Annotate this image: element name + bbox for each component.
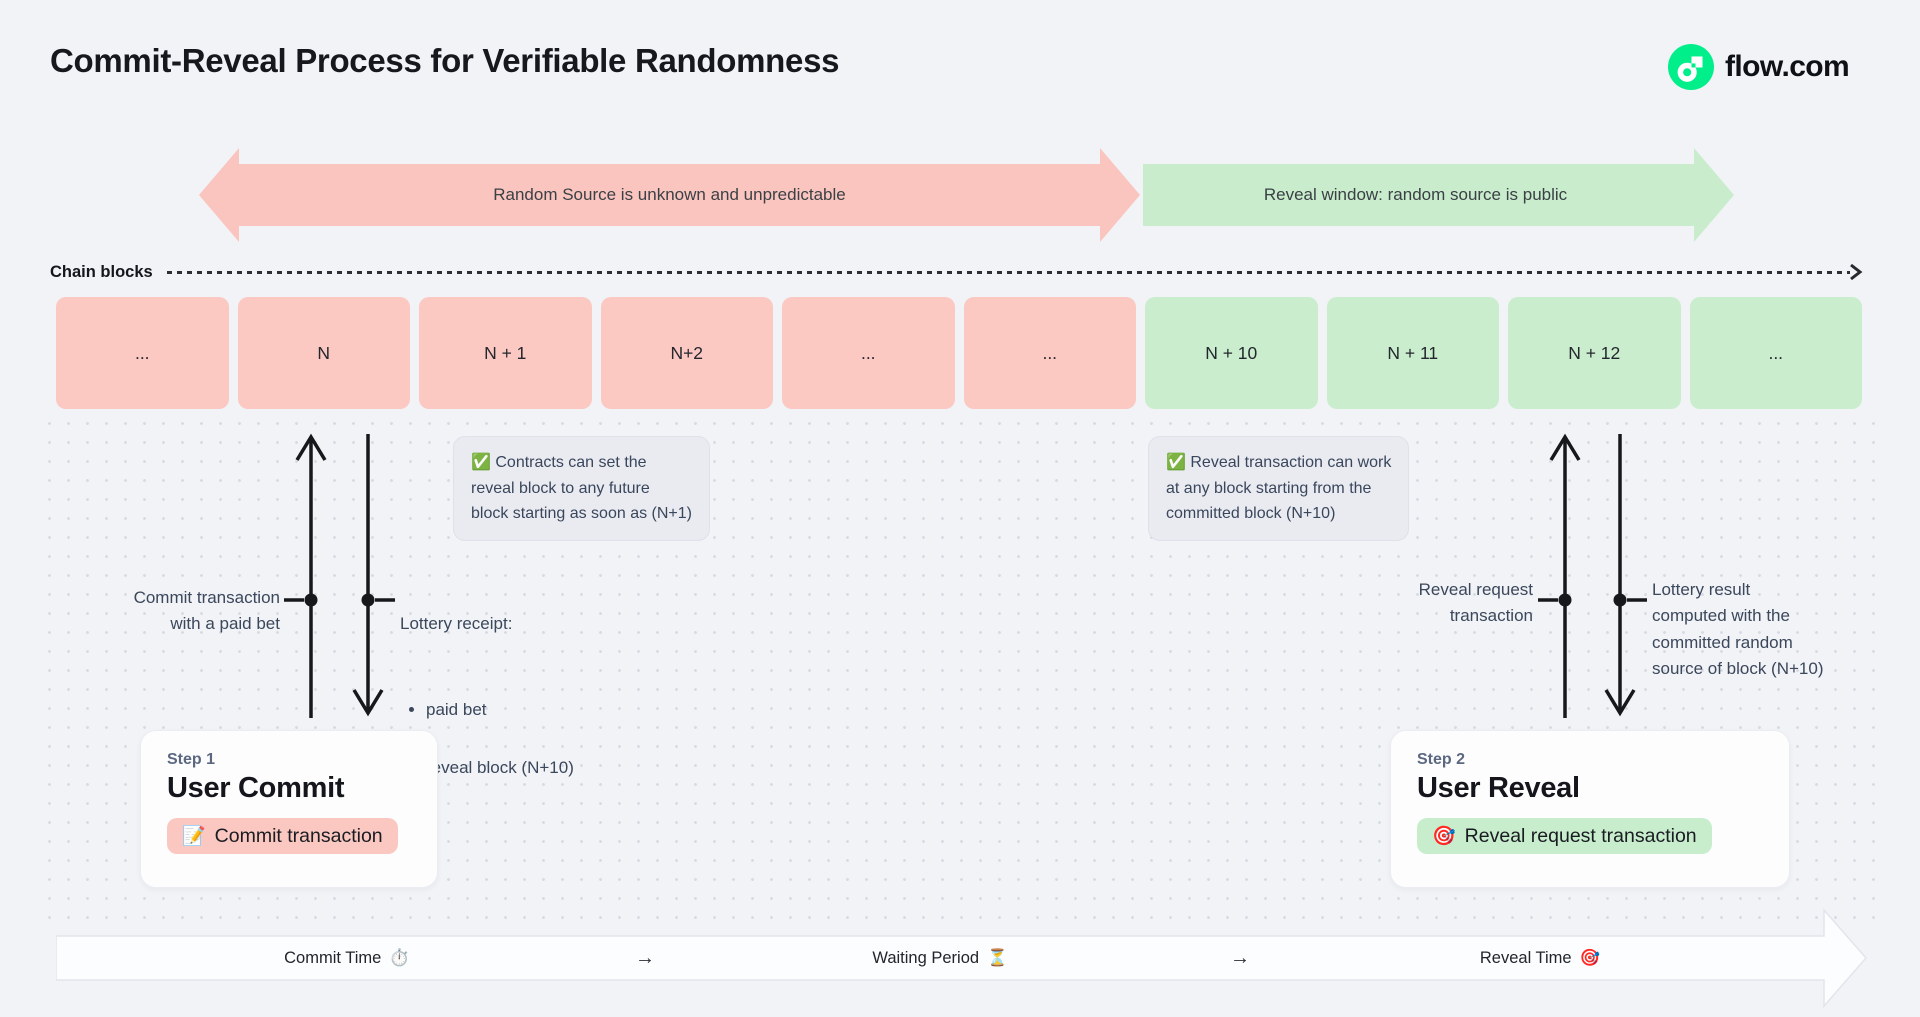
chain-block: ...: [782, 297, 955, 409]
double-arrow-shape: [199, 148, 1140, 242]
hourglass-icon: ⏳: [987, 948, 1008, 967]
reveal-time-text: Reveal Time: [1479, 948, 1572, 967]
chain-blocks-row: ... N N + 1 N+2 ... ... N + 10 N + 11 N …: [56, 297, 1862, 409]
reveal-note-box: ✅ Reveal transaction can work at any blo…: [1148, 436, 1410, 541]
reveal-time-label: Reveal Time 🎯: [1480, 936, 1600, 980]
phase-arrow-1: →: [635, 946, 655, 969]
reveal-request-label: Reveal request transaction: [1418, 580, 1533, 626]
lottery-receipt-title: Lottery receipt:: [400, 614, 513, 634]
chain-block: N + 10: [1145, 297, 1318, 409]
time-phases-bar: [56, 908, 1867, 1008]
step-1-kicker: Step 1: [167, 751, 216, 768]
brand-name: flow.com: [1725, 50, 1850, 83]
lottery-receipt-item: reveal block (N+10): [426, 755, 574, 781]
commit-arrows: [270, 428, 400, 720]
commit-up-down-arrows: [284, 433, 395, 718]
commit-time-text: Commit Time: [284, 948, 382, 967]
step-2-kicker: Step 2: [1417, 751, 1466, 768]
chain-block: ...: [963, 297, 1136, 409]
chain-dotted-line: [166, 270, 1850, 274]
target-icon: 🎯: [1432, 826, 1456, 847]
waiting-period-label: Waiting Period ⏳: [872, 936, 1007, 980]
flow-logo-icon: [1668, 44, 1714, 90]
chain-block: N + 11: [1326, 297, 1499, 409]
page-title: Commit-Reveal Process for Verifiable Ran…: [50, 42, 840, 79]
chain-block: N: [237, 297, 410, 409]
step-1-title: User Commit: [167, 772, 345, 804]
phase-arrow-2: →: [1230, 946, 1250, 969]
chain-block: N + 12: [1508, 297, 1681, 409]
lottery-receipt-item: paid bet: [426, 697, 574, 723]
step-1-card: Step 1 User Commit 📝 Commit transaction: [140, 730, 438, 888]
commit-phase-label: Random Source is unknown and unpredictab…: [493, 185, 846, 204]
reveal-up-down-arrows: [1538, 433, 1647, 718]
chain-blocks-label: Chain blocks: [50, 262, 153, 281]
chain-arrow-icon: [1848, 261, 1864, 283]
reveal-phase-label: Reveal window: random source is public: [1263, 185, 1568, 204]
chain-block: N+2: [600, 297, 773, 409]
commit-note-box: ✅ Contracts can set the reveal block to …: [453, 436, 710, 541]
reveal-request-pill: 🎯 Reveal request transaction: [1417, 818, 1712, 854]
step-2-card: Step 2 User Reveal 🎯 Reveal request tran…: [1390, 730, 1790, 888]
reveal-pill-label: Reveal request transaction: [1464, 824, 1697, 847]
chain-block: N + 1: [419, 297, 592, 409]
lottery-result-label: Lottery result computed with the committ…: [1652, 580, 1824, 679]
memo-icon: 📝: [182, 826, 206, 847]
commit-time-label: Commit Time ⏱️: [284, 936, 410, 980]
reveal-phase-arrow: Reveal window: random source is public: [1143, 148, 1734, 242]
waiting-period-text: Waiting Period: [872, 948, 980, 967]
right-arrow-shape: [1143, 148, 1734, 242]
dart-target-icon: 🎯: [1579, 948, 1601, 967]
chain-timeline: Chain blocks: [50, 260, 1864, 284]
step-2-title: User Reveal: [1417, 772, 1580, 804]
commit-phase-arrow: Random Source is unknown and unpredictab…: [199, 148, 1140, 242]
brand: flow.com: [1668, 44, 1850, 90]
lottery-receipt-label: Lottery receipt: paid bet reveal block (…: [400, 585, 574, 839]
chain-block: ...: [1689, 297, 1862, 409]
lottery-receipt-list: paid bet reveal block (N+10): [406, 671, 574, 813]
commit-transaction-label: Commit transaction with a paid bet: [133, 588, 280, 634]
chain-block: ...: [56, 297, 229, 409]
commit-pill-label: Commit transaction: [214, 824, 383, 847]
stopwatch-icon: ⏱️: [389, 948, 410, 967]
reveal-arrows: [1535, 428, 1665, 720]
commit-transaction-pill: 📝 Commit transaction: [167, 818, 398, 854]
